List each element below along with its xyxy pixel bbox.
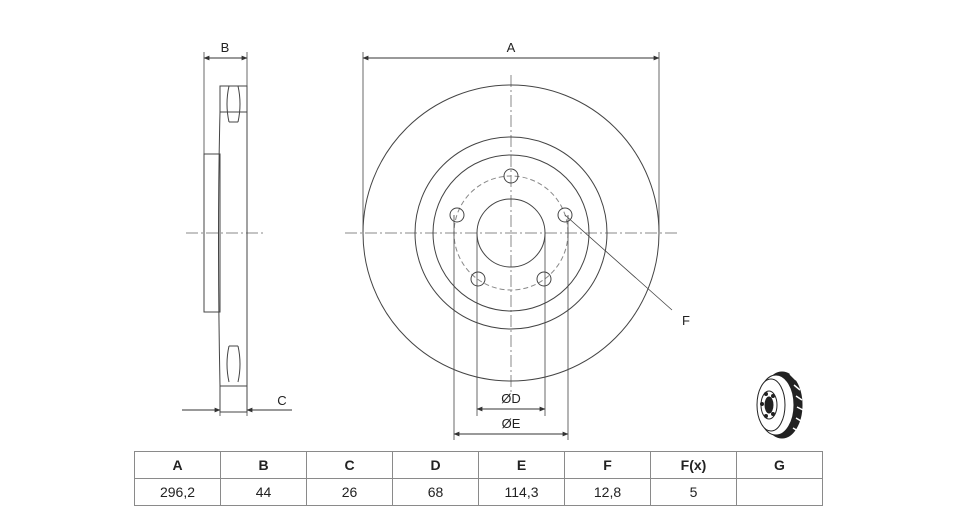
bolt-hole [503, 168, 519, 184]
spec-table-header-row: A B C D E F F(x) G [134, 451, 823, 479]
lower-vent [226, 345, 241, 383]
header-fx: F(x) [650, 451, 737, 479]
disc-3d-thumbnail [756, 371, 804, 439]
value-c: 26 [306, 478, 393, 506]
label-f: F [682, 313, 690, 328]
label-a: A [507, 40, 516, 55]
side-view [182, 52, 292, 416]
bolt-hole [557, 207, 573, 223]
hat-outer-edge [414, 136, 608, 330]
hub-section [203, 153, 221, 313]
value-f: 12,8 [564, 478, 651, 506]
header-c: C [306, 451, 393, 479]
value-g [736, 478, 823, 506]
label-d: ØD [501, 391, 521, 406]
header-a: A [134, 451, 221, 479]
bolt-hole [470, 271, 486, 287]
label-e: ØE [502, 416, 521, 431]
spec-table-value-row: 296,2 44 26 68 114,3 12,8 5 [134, 478, 823, 506]
header-g: G [736, 451, 823, 479]
header-e: E [478, 451, 565, 479]
value-e: 114,3 [478, 478, 565, 506]
upper-vent [226, 85, 241, 123]
label-c: C [277, 393, 286, 408]
value-d: 68 [392, 478, 479, 506]
friction-ring [218, 85, 248, 413]
value-fx: 5 [650, 478, 737, 506]
header-b: B [220, 451, 307, 479]
front-view [345, 52, 680, 440]
leader-f [564, 214, 673, 311]
header-f: F [564, 451, 651, 479]
bolt-hole [536, 271, 552, 287]
header-d: D [392, 451, 479, 479]
value-b: 44 [220, 478, 307, 506]
hat-inner-edge [432, 154, 590, 312]
bolt-hole [449, 207, 465, 223]
value-a: 296,2 [134, 478, 221, 506]
spec-table: A B C D E F F(x) G 296,2 44 26 68 114,3 … [134, 451, 823, 506]
label-b: B [221, 40, 230, 55]
